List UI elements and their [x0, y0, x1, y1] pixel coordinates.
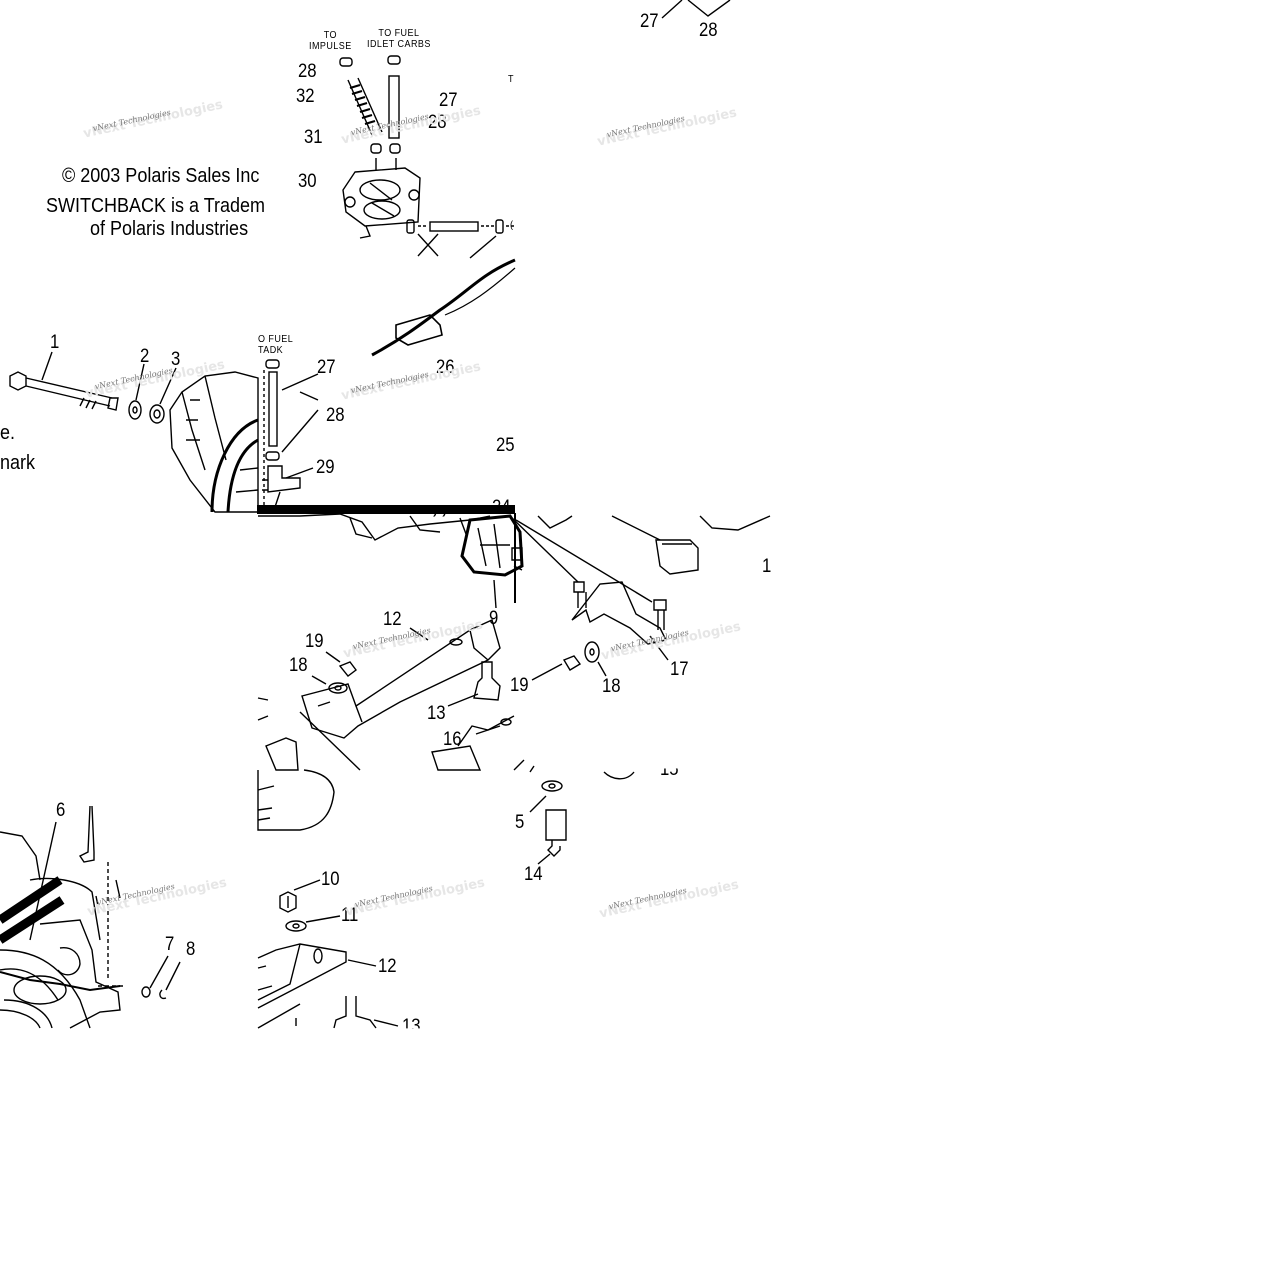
caption-edge-t: T [508, 74, 514, 85]
fuel-filter [371, 258, 516, 357]
callout-number: 7 [165, 934, 175, 955]
callout-number: 1 [762, 556, 772, 577]
callout-number: 15 [660, 759, 679, 780]
callout-number: 24 [492, 497, 511, 518]
callout-number: 19 [510, 675, 529, 696]
callout-number: 19 [305, 631, 324, 652]
caption-to-fuel-tank: O FUEL TADK [258, 334, 293, 356]
cropped-text-mark: nark [0, 452, 36, 474]
callout-number: 27 [640, 11, 659, 32]
callout-number: 25 [496, 435, 515, 456]
callout-number: 16 [443, 729, 462, 750]
callout-number: 28 [699, 20, 718, 41]
caption-to-fuel-line1: TO FUEL [378, 28, 420, 39]
copyright-line-1: © 2003 Polaris Sales Inc [62, 165, 260, 187]
caption-edge-c: ( [510, 220, 514, 231]
caption-to-fuel-tank-line2: TADK [258, 345, 284, 356]
leader-lines-top-right [661, 0, 731, 19]
caption-to-fuel-line2: IDLET CARBS [367, 39, 431, 50]
callout-number: 27 [317, 357, 336, 378]
callout-number: 28 [428, 112, 447, 133]
engine-upper-block [258, 513, 771, 541]
caption-to-fuel-inlet: TO FUEL IDLET CARBS [367, 28, 431, 50]
callout-number: 12 [378, 956, 397, 977]
bracket [571, 581, 668, 645]
callout-number: 32 [296, 86, 315, 107]
callout-number: 8 [186, 939, 196, 960]
fuel-tank-hose [262, 359, 301, 512]
caption-to-impulse-line2: IMPULSE [309, 41, 352, 52]
mount-plate-upper [301, 619, 501, 739]
callout-number: 12 [383, 609, 402, 630]
callout-number: 18 [602, 676, 621, 697]
callout-number: 28 [298, 61, 317, 82]
engine-lower-left [0, 805, 181, 1029]
callout-number: 11 [341, 905, 359, 926]
copyright-line-2: SWITCHBACK is a Tradem [46, 195, 266, 217]
callout-number: 22 [428, 507, 447, 528]
mount-right-top [655, 539, 699, 575]
mount-plate-lower [257, 943, 347, 1009]
callout-number: 6 [56, 800, 66, 821]
caption-to-impulse-line1: TO [323, 30, 337, 41]
callout-number: 9 [489, 608, 499, 629]
caption-to-fuel-tank-line1: O FUEL [258, 334, 294, 345]
callout-number: 13 [402, 1016, 421, 1037]
callout-number: 1 [50, 332, 60, 353]
callout-number: 26 [436, 357, 455, 378]
callout-number: 28 [326, 405, 345, 426]
callout-number: 2 [140, 346, 150, 367]
callout-number: 10 [321, 869, 340, 890]
cropped-text-dot: e. [0, 422, 16, 444]
coil [460, 514, 524, 609]
callout-number: 31 [304, 127, 323, 148]
callout-number: 29 [316, 457, 335, 478]
fuel-pump-assembly [339, 55, 514, 259]
callout-number: 30 [298, 171, 317, 192]
callout-number: 3 [171, 349, 181, 370]
caption-to-impulse: TO IMPULSE [309, 30, 352, 52]
callout-number: 13 [427, 703, 446, 724]
callout-number: 17 [670, 659, 689, 680]
callout-number: 18 [289, 655, 308, 676]
callout-number: 27 [439, 90, 458, 111]
callout-number: 5 [515, 812, 525, 833]
callout-number: 14 [524, 864, 543, 885]
copyright-line-3: of Polaris Industries [90, 218, 249, 240]
drive-clutch-assembly [9, 371, 259, 513]
